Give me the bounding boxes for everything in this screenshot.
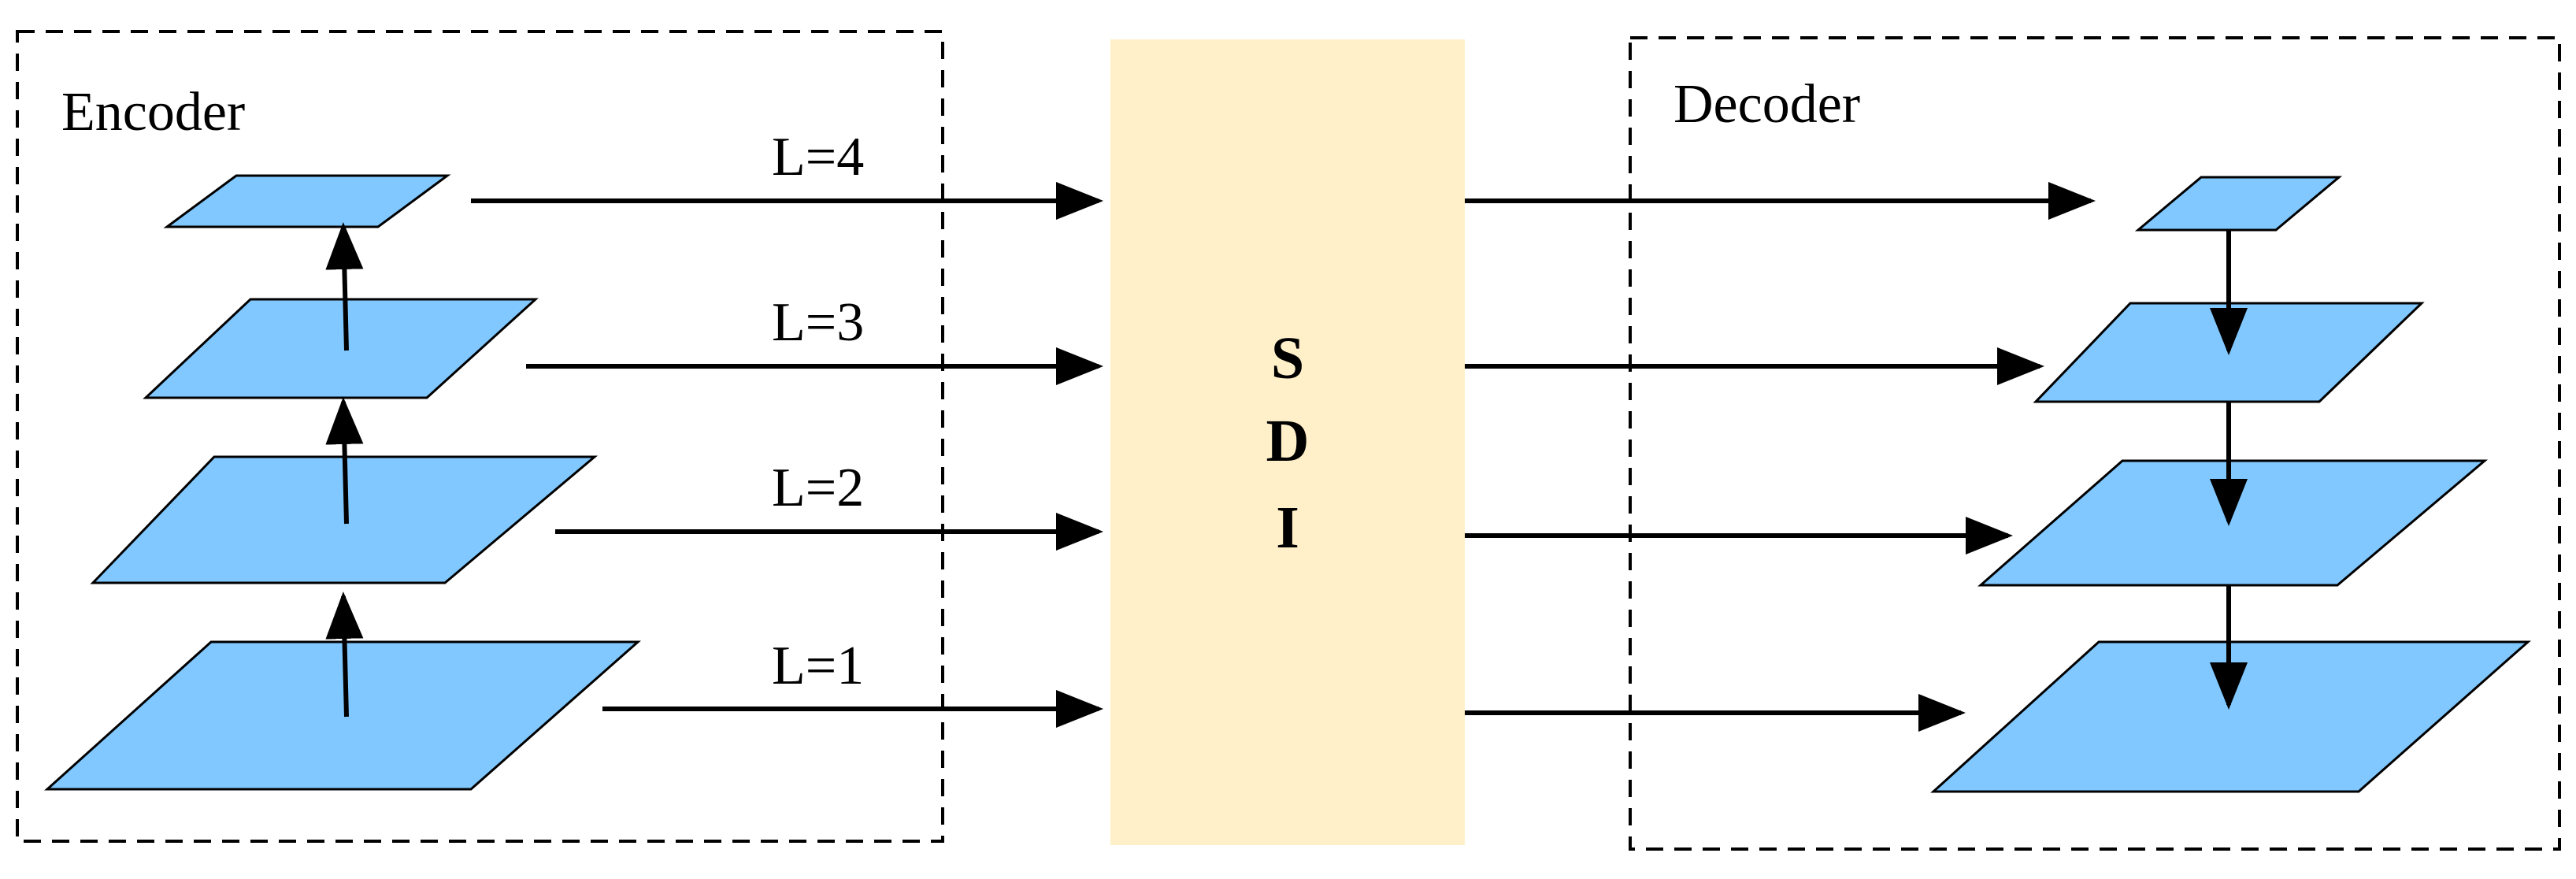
encoder-plane-level-3 [143,298,539,399]
encoder-plane-level-2 [90,455,599,584]
sdi-letter-s: S [1271,325,1304,391]
decoder-plane-level-2 [1977,459,2489,587]
decoder-frame [1629,36,2561,851]
sdi-letter-d: D [1266,408,1310,474]
level-label-4: L=4 [772,127,864,187]
decoder-plane-level-4 [2134,176,2343,232]
encoder-up-arrow-2 [325,397,364,525]
decoder-plane-level-1 [1930,640,2531,793]
sdi-module-box [1110,39,1465,845]
encoder-frame [16,30,944,843]
decoder-title: Decoder [1673,74,1860,135]
level-label-1: L=1 [772,636,864,696]
encoder-title: Encoder [61,82,245,143]
encoder-plane-level-1 [44,640,641,791]
encoder-plane-level-4 [163,174,451,228]
encoder-up-arrow-1 [325,592,364,718]
level-label-3: L=3 [772,292,864,353]
level-label-2: L=2 [772,458,864,518]
encoder-up-arrow-3 [325,222,364,351]
sdi-letter-i: I [1276,495,1299,561]
